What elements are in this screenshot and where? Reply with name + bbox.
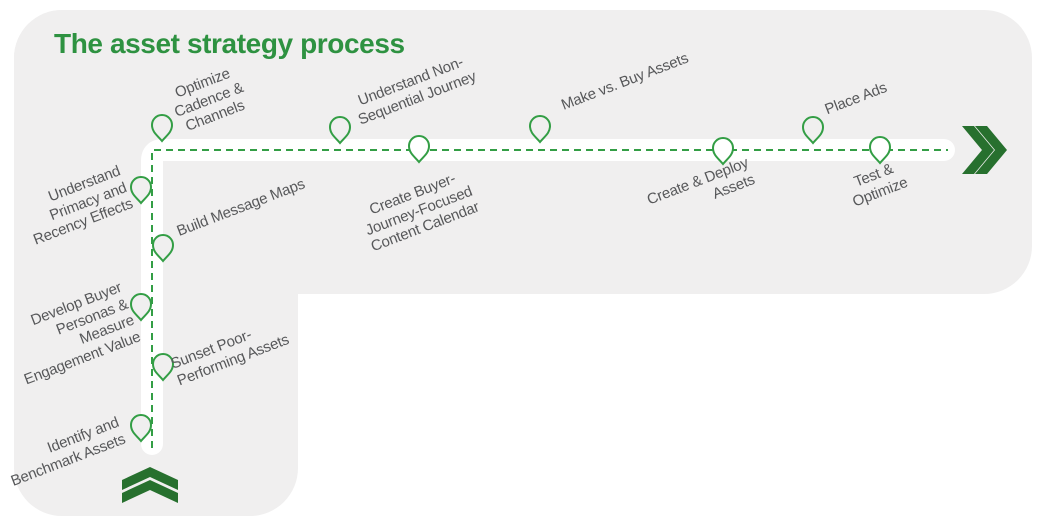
pin-develop-buyer-personas-icon — [129, 293, 153, 322]
dashed-route-line — [151, 149, 948, 448]
start-double-chevron-up-icon — [122, 467, 178, 503]
pin-understand-non-sequential-journey-icon — [328, 116, 352, 145]
pin-test-optimize-icon — [868, 136, 892, 165]
pin-make-vs-buy-assets-icon — [528, 115, 552, 144]
pin-understand-primacy-recency-icon — [129, 176, 153, 205]
pin-build-message-maps-icon — [151, 234, 175, 263]
end-double-chevron-right-icon — [962, 126, 1007, 174]
pin-sunset-poor-performing-assets-icon — [151, 353, 175, 382]
pin-optimize-cadence-channels-icon — [150, 114, 174, 143]
road-band — [141, 139, 955, 455]
pin-place-ads-icon — [801, 116, 825, 145]
pin-create-deploy-assets-icon — [711, 137, 735, 166]
pin-content-calendar-icon — [407, 135, 431, 164]
pin-identify-benchmark-assets-icon — [129, 414, 153, 443]
page-title: The asset strategy process — [54, 27, 405, 59]
